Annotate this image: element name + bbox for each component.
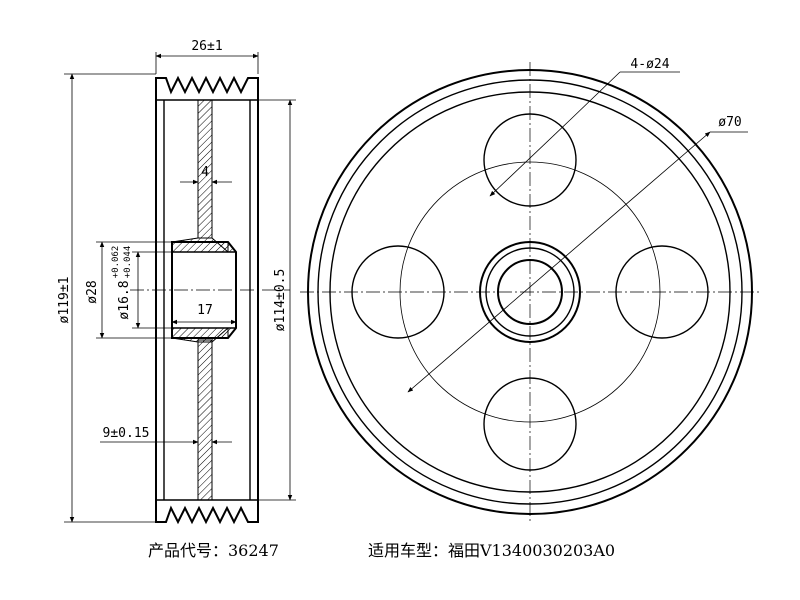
web-offset-dim: 9±0.15 [103, 426, 150, 441]
pcd-dim-line [407, 131, 711, 393]
web-thickness-dim: 4 [201, 165, 209, 180]
side-view: 26±1 4 ø119±1 ø28 ø16.8 +0.062 +0.044 17… [57, 39, 296, 525]
holes-leader-ext [569, 71, 621, 121]
hub-length-dim: 17 [197, 303, 213, 318]
bore-tol-upper: +0.062 [111, 246, 121, 279]
hub-top-wall [171, 241, 229, 253]
vehicle-label: 适用车型：福田V1340030203A0 [368, 541, 615, 560]
outer-dia-dim: ø119±1 [57, 277, 72, 324]
bottom-grooves [155, 500, 259, 525]
width-dim: 26±1 [191, 39, 222, 54]
bore-dia-dim: ø16.8 [117, 280, 132, 319]
part-number-label: 产品代号：36247 [148, 541, 279, 560]
web-lower [197, 339, 213, 501]
pitch-dia-dim: ø114±0.5 [273, 269, 288, 332]
top-grooves [155, 75, 259, 100]
holes-dim: 4-ø24 [630, 57, 669, 72]
bore-tol-lower: +0.044 [123, 246, 133, 279]
front-view: 4-ø24 ø70 [300, 57, 760, 522]
hub-dia-dim: ø28 [85, 280, 100, 303]
pcd-dim: ø70 [718, 115, 741, 130]
hub-bottom-wall [171, 327, 229, 339]
